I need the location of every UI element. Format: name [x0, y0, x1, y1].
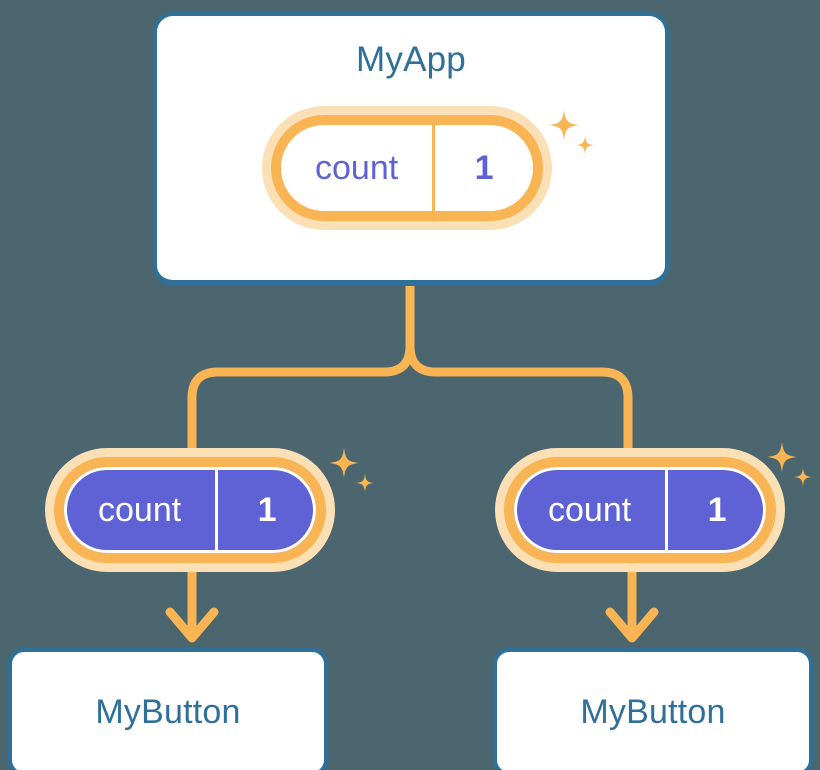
state-value-label: 1 — [215, 467, 316, 553]
state-pill-child-2[interactable]: count 1 — [495, 448, 785, 572]
state-key-label: count — [315, 149, 399, 187]
component-name-label: MyButton — [580, 693, 726, 731]
arrow-down-icon-left — [165, 607, 219, 643]
branch-line-left — [187, 341, 415, 455]
pill-body: count 1 — [281, 125, 533, 211]
arrow-down-icon-right — [605, 607, 659, 643]
component-card-mybutton-2[interactable]: MyButton — [493, 648, 813, 770]
pill-body: count 1 — [64, 467, 316, 553]
state-pill-child-1[interactable]: count 1 — [45, 448, 335, 572]
state-value-label: 1 — [432, 125, 533, 211]
state-value-label: 1 — [665, 467, 766, 553]
pill-body: count 1 — [514, 467, 766, 553]
state-key-label: count — [548, 491, 632, 529]
component-name-label: MyApp — [356, 40, 466, 79]
component-name-label: MyButton — [95, 693, 241, 731]
state-key-label: count — [98, 491, 182, 529]
branch-line-right — [405, 341, 633, 455]
component-card-mybutton-1[interactable]: MyButton — [8, 648, 328, 770]
state-pill-root[interactable]: count 1 — [262, 106, 552, 230]
